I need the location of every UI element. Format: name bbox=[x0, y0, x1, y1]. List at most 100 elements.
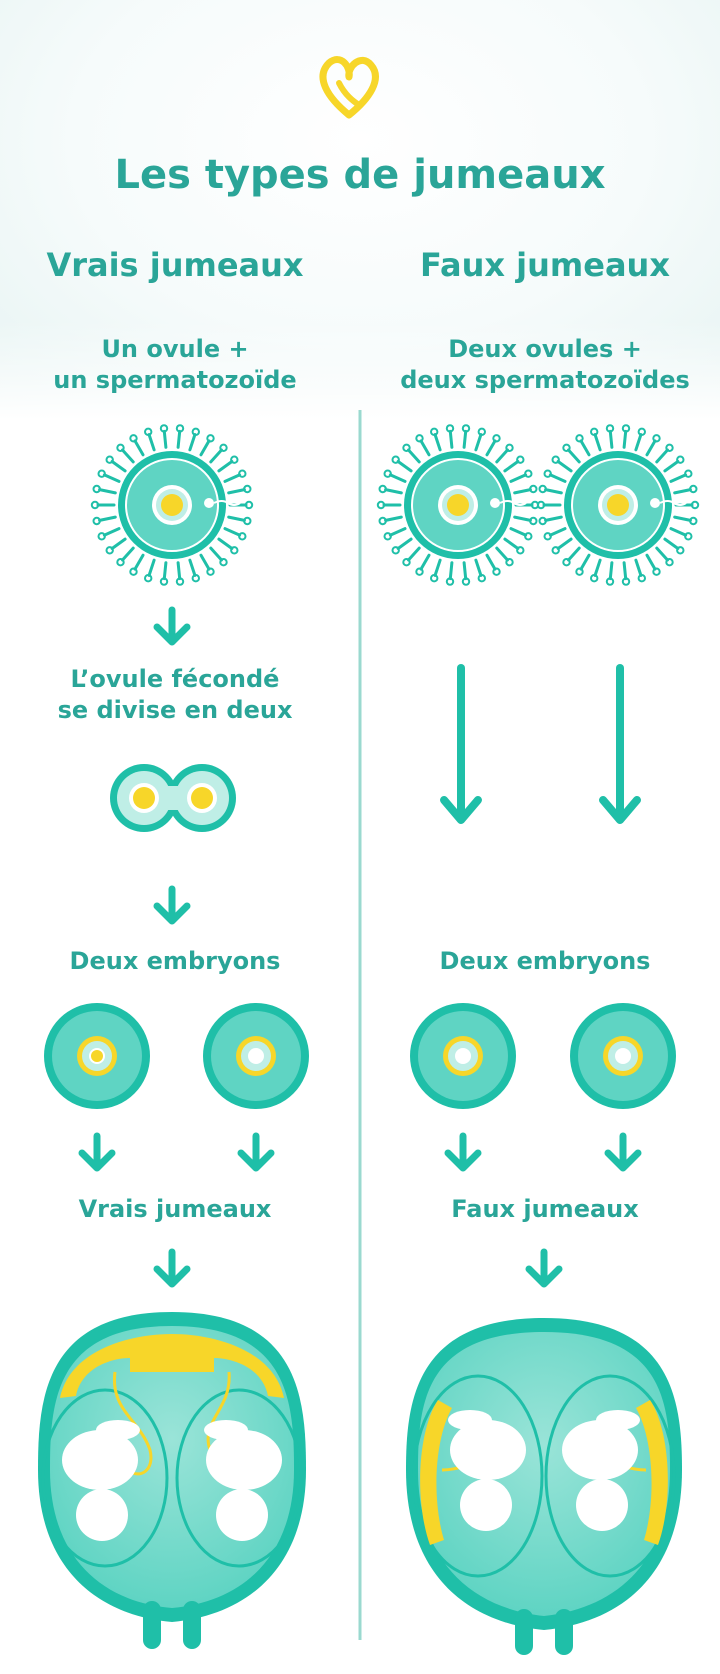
corona-ray bbox=[462, 429, 468, 449]
corona-ray-tip bbox=[402, 443, 411, 452]
embryo-icon bbox=[44, 1003, 150, 1109]
corona-ray-tip bbox=[543, 532, 552, 541]
right-result-label: Faux jumeaux bbox=[451, 1195, 639, 1223]
corona-ray bbox=[419, 439, 431, 457]
corona-ray-tip bbox=[92, 516, 101, 526]
corona-ray-tip bbox=[690, 500, 700, 510]
corona-ray-tip bbox=[230, 455, 239, 464]
corona-ray bbox=[121, 546, 135, 562]
arrow-down-icon bbox=[444, 1132, 482, 1172]
corona-ray-tip bbox=[129, 434, 138, 443]
corona-ray-tip bbox=[415, 434, 424, 443]
corona-ray-tip bbox=[492, 567, 501, 576]
corona-ray bbox=[433, 558, 442, 577]
corona-ray bbox=[396, 460, 413, 473]
corona-ray bbox=[513, 515, 532, 522]
heading-fraternal-twins: Faux jumeaux bbox=[420, 246, 670, 284]
corona-ray-tip bbox=[590, 574, 599, 583]
corona-ray-tip bbox=[621, 577, 631, 586]
corona-ray bbox=[673, 515, 692, 522]
corona-ray-tip bbox=[562, 443, 571, 452]
corona-ray-tip bbox=[383, 532, 392, 541]
corona-ray-tip bbox=[665, 443, 674, 452]
heading-identical-twins: Vrais jumeaux bbox=[46, 246, 304, 284]
corona-ray-tip bbox=[191, 574, 200, 583]
corona-ray bbox=[485, 553, 497, 571]
left-split-line-1: L’ovule fécondé bbox=[70, 665, 280, 693]
corona-ray bbox=[133, 553, 145, 571]
corona-ray-tip bbox=[244, 500, 254, 510]
left-start-line-1: Un ovule + bbox=[101, 335, 249, 363]
corona-ray-tip bbox=[97, 532, 106, 541]
corona-ray bbox=[556, 460, 573, 473]
ovum-with-sperm-icon bbox=[536, 424, 700, 586]
corona-ray-tip bbox=[206, 567, 215, 576]
corona-ray bbox=[133, 439, 145, 457]
corona-ray bbox=[217, 537, 234, 550]
corona-ray-tip bbox=[378, 516, 387, 526]
corona-ray-tip bbox=[536, 500, 546, 510]
corona-ray bbox=[567, 546, 581, 562]
corona-ray-tip bbox=[477, 427, 486, 437]
corona-ray bbox=[98, 515, 117, 522]
corona-ray bbox=[102, 473, 121, 483]
womb-identical-twins-icon bbox=[38, 1312, 306, 1649]
corona-ray-tip bbox=[621, 424, 631, 433]
corona-ray-tip bbox=[159, 577, 169, 586]
embryo-icon bbox=[203, 1003, 309, 1109]
corona-ray-tip bbox=[516, 455, 525, 464]
right-start-text: Deux ovules + deux spermatozoïdes bbox=[380, 334, 710, 395]
corona-ray-tip bbox=[105, 455, 114, 464]
corona-ray bbox=[209, 546, 223, 562]
corona-ray-tip bbox=[206, 434, 215, 443]
corona-ray-tip bbox=[605, 577, 615, 586]
corona-ray-tip bbox=[376, 500, 386, 510]
corona-ray-tip bbox=[383, 469, 392, 478]
arrow-down-icon bbox=[153, 1248, 191, 1288]
ovum-with-sperm-icon bbox=[90, 424, 254, 586]
corona-ray bbox=[663, 460, 680, 473]
corona-ray bbox=[673, 488, 692, 495]
right-embryos-label: Deux embryons bbox=[439, 947, 651, 975]
corona-ray bbox=[548, 527, 567, 537]
corona-ray-tip bbox=[159, 424, 169, 433]
corona-ray bbox=[110, 537, 127, 550]
corona-ray-tip bbox=[652, 434, 661, 443]
corona-ray bbox=[503, 537, 520, 550]
corona-ray-tip bbox=[665, 558, 674, 567]
corona-ray-tip bbox=[492, 434, 501, 443]
corona-ray bbox=[388, 473, 407, 483]
heart-logo-icon bbox=[319, 56, 379, 119]
long-arrow-down-icon bbox=[440, 664, 482, 824]
corona-ray-tip bbox=[391, 546, 400, 555]
corona-ray bbox=[669, 473, 688, 483]
corona-ray-tip bbox=[90, 500, 100, 510]
corona-ray bbox=[448, 429, 454, 449]
left-start-text: Un ovule + un spermatozoïde bbox=[10, 334, 340, 395]
corona-ray-tip bbox=[689, 516, 698, 526]
corona-ray bbox=[407, 448, 421, 464]
corona-ray bbox=[176, 561, 182, 581]
corona-ray-tip bbox=[524, 469, 533, 478]
corona-ray bbox=[102, 527, 121, 537]
corona-ray-tip bbox=[684, 532, 693, 541]
corona-ray-tip bbox=[652, 567, 661, 576]
page-title: Les types de jumeaux bbox=[114, 152, 606, 198]
corona-ray-tip bbox=[430, 427, 439, 437]
corona-ray bbox=[495, 546, 509, 562]
corona-ray-tip bbox=[230, 546, 239, 555]
arrow-down-icon bbox=[78, 1132, 116, 1172]
corona-ray-tip bbox=[684, 469, 693, 478]
corona-ray bbox=[579, 439, 591, 457]
corona-ray-tip bbox=[144, 574, 153, 583]
corona-ray bbox=[485, 439, 497, 457]
corona-ray bbox=[223, 527, 242, 537]
corona-ray-tip bbox=[676, 455, 685, 464]
corona-ray bbox=[110, 460, 127, 473]
corona-ray bbox=[419, 553, 431, 571]
corona-ray-tip bbox=[590, 427, 599, 437]
corona-ray-tip bbox=[543, 469, 552, 478]
arrow-down-icon bbox=[153, 885, 191, 925]
corona-ray-tip bbox=[529, 516, 538, 526]
